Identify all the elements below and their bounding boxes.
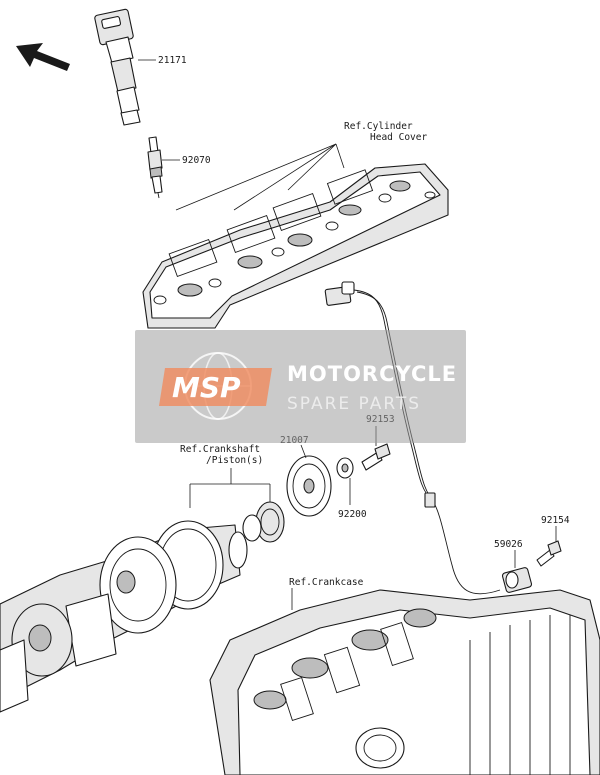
spark-plug [147, 136, 163, 199]
watermark-logo: MSP [172, 371, 241, 404]
label-crank-2: /Piston(s) [206, 455, 263, 466]
crankshaft [0, 520, 248, 713]
label-92200: 92200 [338, 509, 367, 520]
label-21171: 21171 [158, 55, 187, 66]
watermark: MSP MOTORCYCLE SPARE PARTS [135, 330, 466, 443]
watermark-line1: MOTORCYCLE [287, 362, 457, 386]
label-59026: 59026 [494, 539, 523, 550]
crank-sprocket [242, 501, 285, 543]
sensor-bolt [536, 540, 562, 567]
crank-sensor [501, 567, 533, 593]
washer [336, 457, 354, 479]
timing-rotor [286, 455, 332, 517]
arrow-up-left-icon [16, 43, 70, 71]
label-92154: 92154 [541, 515, 570, 526]
leader-lines [138, 59, 557, 610]
watermark-line2: SPARE PARTS [287, 394, 421, 414]
crankcase [209, 589, 600, 775]
cylinder-head-cover [142, 163, 449, 329]
label-head-cover-2: Head Cover [370, 132, 427, 143]
rotor-bolt [361, 443, 391, 471]
label-crankcase: Ref.Crankcase [289, 577, 364, 588]
label-crank-1: Ref.Crankshaft [180, 444, 260, 455]
msp-logo: MSP [159, 352, 272, 420]
label-92070: 92070 [182, 155, 211, 166]
label-head-cover-1: Ref.Cylinder [344, 121, 413, 132]
ignition-coil [94, 8, 141, 126]
